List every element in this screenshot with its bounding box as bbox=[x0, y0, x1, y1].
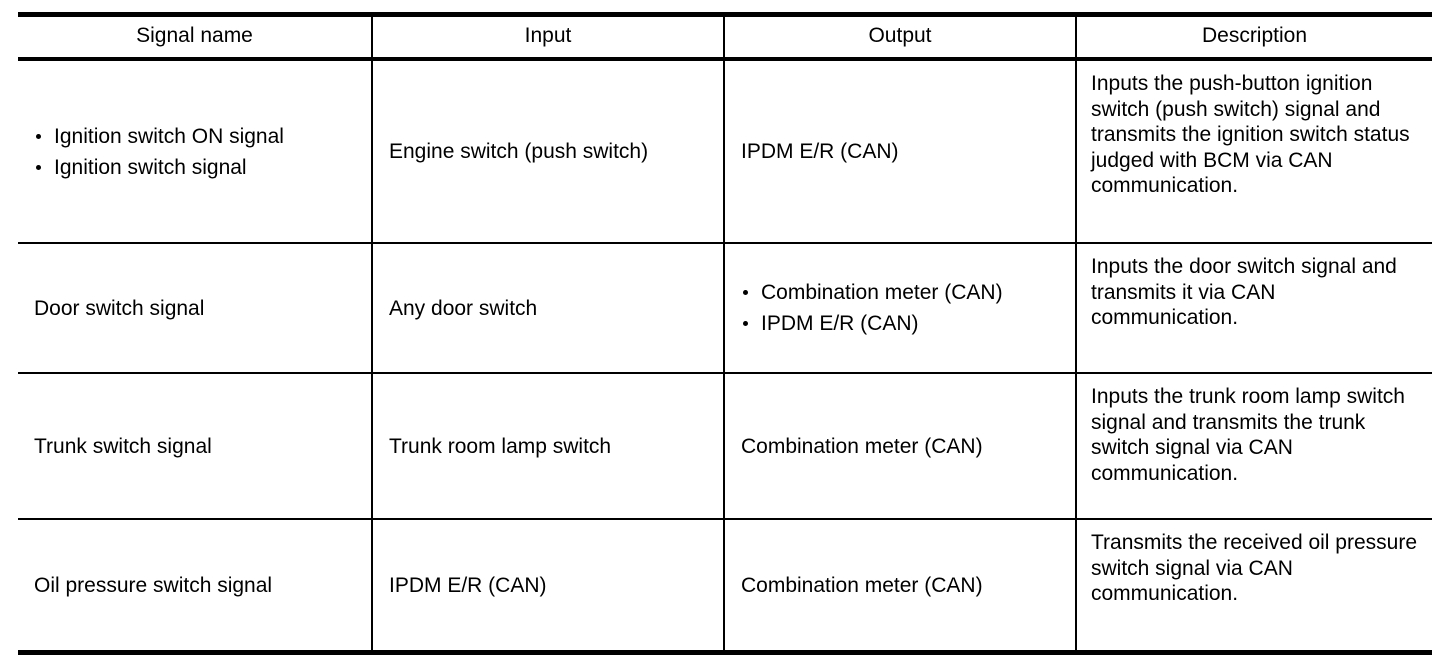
cell-output: Combination meter (CAN) IPDM E/R (CAN) bbox=[724, 242, 1077, 373]
cell-input: Any door switch bbox=[372, 242, 725, 373]
cell-output: IPDM E/R (CAN) bbox=[724, 59, 1077, 243]
list-item: Ignition switch signal bbox=[34, 152, 357, 183]
header-row: Signal name Input Output Description bbox=[18, 12, 1432, 61]
bullet-icon bbox=[36, 133, 41, 139]
table-row: Trunk switch signal Trunk room lamp swit… bbox=[18, 372, 1432, 519]
signal-name-text: Trunk switch signal bbox=[34, 434, 212, 458]
output-text: Combination meter (CAN) bbox=[741, 573, 983, 597]
signal-name-list: Ignition switch ON signal Ignition switc… bbox=[34, 121, 357, 183]
input-text: IPDM E/R (CAN) bbox=[389, 573, 547, 597]
input-text: Trunk room lamp switch bbox=[389, 434, 612, 458]
input-text: Any door switch bbox=[389, 296, 538, 320]
input-text: Engine switch (push switch) bbox=[389, 140, 649, 163]
description-text: Transmits the received oil pressure swit… bbox=[1091, 531, 1418, 605]
list-item-label: Ignition switch ON signal bbox=[54, 124, 284, 148]
description-text: Inputs the push-button ignition switch (… bbox=[1091, 72, 1410, 197]
cell-description: Inputs the push-button ignition switch (… bbox=[1076, 59, 1432, 243]
list-item-label: IPDM E/R (CAN) bbox=[761, 312, 919, 335]
cell-description: Inputs the door switch signal and transm… bbox=[1076, 242, 1432, 373]
list-item-label: Combination meter (CAN) bbox=[761, 281, 1003, 304]
cell-signal-name: Oil pressure switch signal bbox=[18, 518, 373, 655]
bullet-icon bbox=[743, 290, 748, 295]
description-text: Inputs the door switch signal and transm… bbox=[1091, 255, 1397, 329]
list-item-label: Ignition switch signal bbox=[54, 155, 247, 179]
output-text: Combination meter (CAN) bbox=[741, 434, 983, 458]
cell-input: Engine switch (push switch) bbox=[372, 59, 725, 243]
cell-description: Transmits the received oil pressure swit… bbox=[1076, 518, 1432, 655]
column-header-input: Input bbox=[372, 12, 725, 61]
table-header: Signal name Input Output Description bbox=[18, 12, 1432, 61]
cell-output: Combination meter (CAN) bbox=[724, 518, 1077, 655]
signal-description-table: Signal name Input Output Description Ign… bbox=[18, 12, 1432, 655]
output-text: IPDM E/R (CAN) bbox=[741, 140, 899, 163]
list-item: IPDM E/R (CAN) bbox=[741, 308, 1061, 339]
cell-input: IPDM E/R (CAN) bbox=[372, 518, 725, 655]
description-text: Inputs the trunk room lamp switch signal… bbox=[1091, 385, 1405, 485]
cell-input: Trunk room lamp switch bbox=[372, 372, 725, 519]
list-item: Combination meter (CAN) bbox=[741, 277, 1061, 308]
list-item: Ignition switch ON signal bbox=[34, 121, 357, 152]
signal-name-text: Door switch signal bbox=[34, 296, 205, 320]
table-row: Oil pressure switch signal IPDM E/R (CAN… bbox=[18, 518, 1432, 655]
bullet-icon bbox=[743, 321, 748, 326]
output-list: Combination meter (CAN) IPDM E/R (CAN) bbox=[741, 277, 1061, 339]
document-page: Signal name Input Output Description Ign… bbox=[18, 12, 1432, 655]
cell-description: Inputs the trunk room lamp switch signal… bbox=[1076, 372, 1432, 519]
column-header-signal-name: Signal name bbox=[18, 12, 373, 61]
cell-output: Combination meter (CAN) bbox=[724, 372, 1077, 519]
table-body: Ignition switch ON signal Ignition switc… bbox=[18, 59, 1432, 655]
column-header-output: Output bbox=[724, 12, 1077, 61]
cell-signal-name: Door switch signal bbox=[18, 242, 373, 373]
column-header-description: Description bbox=[1076, 12, 1432, 61]
signal-name-text: Oil pressure switch signal bbox=[34, 573, 273, 597]
table-row: Ignition switch ON signal Ignition switc… bbox=[18, 59, 1432, 243]
cell-signal-name: Trunk switch signal bbox=[18, 372, 373, 519]
cell-signal-name: Ignition switch ON signal Ignition switc… bbox=[18, 59, 373, 243]
table-row: Door switch signal Any door switch Combi… bbox=[18, 242, 1432, 373]
bullet-icon bbox=[36, 164, 41, 170]
